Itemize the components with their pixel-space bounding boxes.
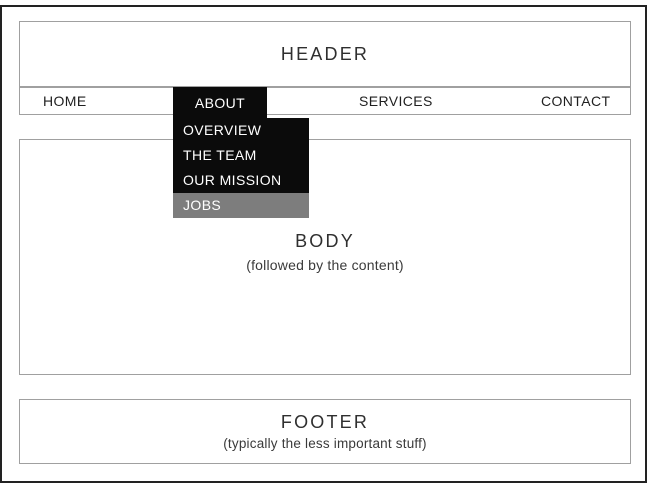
body-section: BODY (followed by the content)	[19, 139, 631, 375]
body-subtitle: (followed by the content)	[246, 257, 404, 273]
nav-item-about-active[interactable]: ABOUT	[173, 87, 267, 118]
header-title: HEADER	[280, 43, 370, 64]
nav-bar: HOME SERVICES CONTACT	[19, 87, 631, 115]
dropdown-item-our-mission[interactable]: OUR MISSION	[173, 168, 309, 193]
body-title: BODY	[295, 231, 355, 251]
dropdown-item-the-team[interactable]: THE TEAM	[173, 143, 309, 168]
footer-title: FOOTER	[280, 412, 370, 432]
nav-item-services[interactable]: SERVICES	[359, 93, 433, 109]
footer-section: FOOTER (typically the less important stu…	[19, 399, 631, 464]
dropdown-item-overview[interactable]: OVERVIEW	[173, 118, 309, 143]
about-dropdown-menu: OVERVIEW THE TEAM OUR MISSION JOBS	[173, 118, 309, 218]
footer-subtitle: (typically the less important stuff)	[223, 436, 427, 451]
dropdown-item-jobs[interactable]: JOBS	[173, 193, 309, 218]
nav-item-contact[interactable]: CONTACT	[541, 93, 611, 109]
header-section: HEADER	[19, 21, 631, 87]
nav-item-home[interactable]: HOME	[43, 93, 87, 109]
